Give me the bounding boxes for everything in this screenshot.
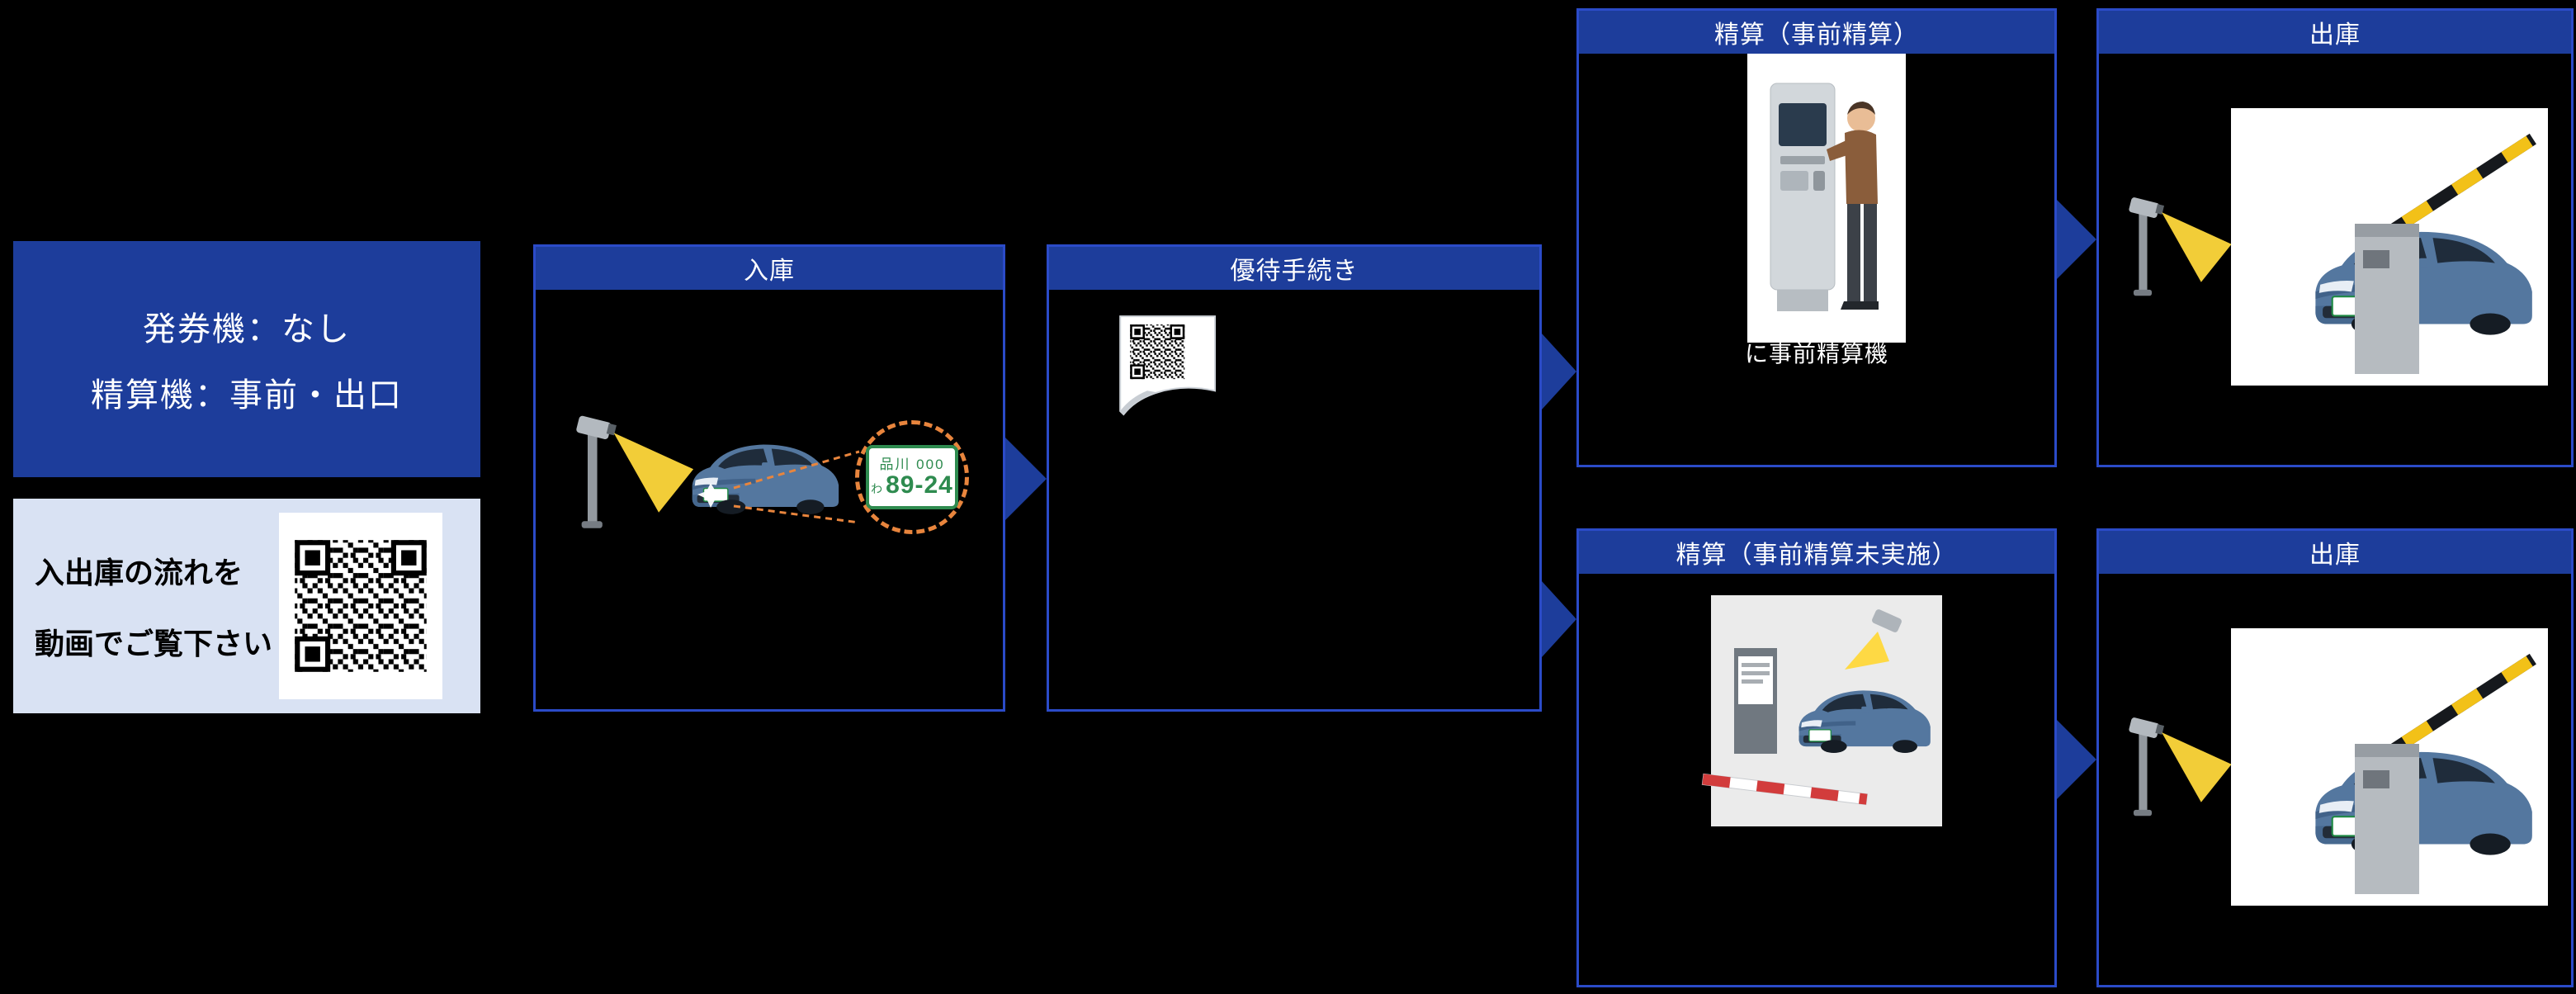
box-title-exit-top: 出庫: [2099, 11, 2571, 54]
flow-box-exit-bottom: 出庫: [2096, 528, 2574, 987]
car-illustration: [692, 443, 839, 515]
entry-content: 品川 000 わ 89-24: [536, 290, 1003, 709]
flow-arrow-procedure-to-pay-unpaid: [1542, 581, 1576, 657]
plate-region-text: 品川 000: [879, 456, 945, 472]
box-title-pay-unpaid: 精算（事前精算未実施）: [1579, 531, 2054, 574]
video-panel: 入出庫の流れを 動画でご覧下さい: [13, 499, 480, 713]
box-title-pay-advance: 精算（事前精算）: [1579, 11, 2054, 54]
entry-illustration: [575, 414, 860, 528]
barrier-arm-red-white: [1701, 773, 1869, 806]
box-title-procedure: 優待手続き: [1049, 247, 1539, 290]
flow-box-pay-unpaid: 精算（事前精算未実施）: [1576, 528, 2057, 987]
info-line-pay-machine: 精算機：事前・出口: [91, 377, 403, 414]
exit-gate-illustration: [2128, 574, 2571, 985]
camera-pole-icon: [575, 414, 694, 528]
video-caption-line-2: 動画でご覧下さい: [35, 627, 273, 660]
procedure-illustration: [1119, 315, 1217, 416]
box-title-entry: 入庫: [536, 247, 1003, 290]
flow-arrow-procedure-to-pay-advance: [1542, 334, 1576, 409]
overhead-camera-icon: [1845, 609, 1902, 670]
gate-payment-illustration: [1701, 595, 1942, 826]
kiosk-screen: [1779, 103, 1827, 146]
plate-number-row: わ 89-24: [871, 471, 953, 499]
info-panel: 発券機：なし 精算機：事前・出口: [13, 241, 480, 477]
gate-scene: [2231, 628, 2548, 906]
flow-box-pay-advance: 精算（事前精算）: [1576, 8, 2057, 467]
pay-advance-caption: に事前精算機: [1744, 341, 1888, 367]
exit-gate-illustration: [2128, 54, 2571, 465]
procedure-content: [1049, 290, 1539, 709]
box-title-exit-bottom: 出庫: [2099, 531, 2571, 574]
flow-box-exit-top: 出庫: [2096, 8, 2574, 467]
qr-code-image: [287, 532, 434, 679]
flash-sparkle-icon: [697, 483, 725, 508]
plate-kana-text: わ: [871, 481, 883, 495]
camera-pole-icon: [2128, 717, 2232, 816]
flow-box-procedure: 優待手続き: [1047, 244, 1542, 712]
flow-box-entry: 入庫 品川 000 わ 89-24: [533, 244, 1005, 712]
zoom-callout-line-bottom: [733, 504, 860, 524]
person-illustration: [1827, 102, 1879, 310]
video-caption: 入出庫の流れを 動画でご覧下さい: [13, 549, 279, 663]
flow-arrow-entry-to-procedure: [1005, 438, 1047, 520]
qr-code-icon: [279, 513, 442, 699]
flow-arrow-pay-unpaid-to-exit: [2057, 720, 2096, 799]
camera-pole-icon: [2128, 196, 2232, 296]
pay-unpaid-content: [1579, 574, 2054, 985]
exit-bottom-content: [2099, 574, 2571, 985]
info-line-ticket-machine: 発券機：なし: [143, 311, 351, 348]
flow-arrow-pay-advance-to-exit: [2057, 200, 2096, 279]
license-plate-zoom: 品川 000 わ 89-24: [855, 420, 969, 534]
pay-advance-content: に事前精算機: [1579, 54, 2054, 465]
qr-ticket-icon: [1119, 315, 1217, 416]
payment-kiosk-illustration: [1747, 54, 1906, 343]
zoom-callout-line-top: [733, 450, 860, 490]
license-plate: 品川 000 わ 89-24: [866, 445, 958, 509]
gate-scene: [2231, 108, 2548, 386]
plate-number-text: 89-24: [886, 471, 953, 499]
video-caption-line-1: 入出庫の流れを: [35, 556, 243, 589]
exit-top-content: [2099, 54, 2571, 465]
